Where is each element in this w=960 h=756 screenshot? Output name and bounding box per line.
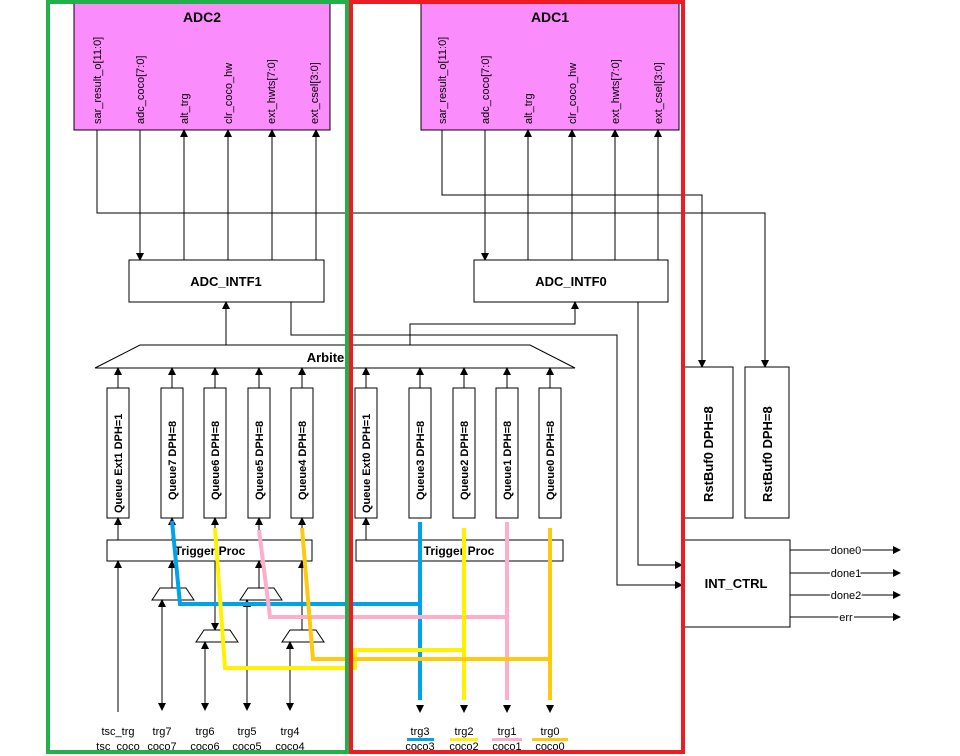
adc1-title: ADC1	[531, 9, 569, 25]
rstbuf-block	[683, 366, 734, 519]
left-trigger-wiring	[114, 560, 325, 712]
queue-label: Queue3 DPH=8	[415, 421, 427, 500]
signal-label: trg7	[153, 726, 172, 738]
adc-wires	[96, 129, 769, 368]
adc2-port: alt_trg	[179, 93, 191, 124]
trg1-link	[257, 529, 507, 619]
signal-label: trg0	[541, 726, 560, 738]
trigger-proc-left-label: Trigger Proc	[175, 544, 246, 558]
adc2-title: ADC2	[183, 9, 221, 25]
intf-wires	[222, 301, 683, 589]
adc1-port: ext_csel[3:0]	[653, 62, 665, 124]
signal-label: trg1	[498, 726, 517, 738]
rstbuf-label: RstBuf0 DPH=8	[760, 406, 775, 502]
trigger-proc-right-label: Trigger Proc	[424, 544, 495, 558]
adc2-port: sar_result_o[11:0]	[92, 37, 104, 124]
adc-intf0-label: ADC_INTF0	[535, 274, 607, 289]
adc2-block: ADC2 sar_result_o[11:0] adc_coco[7:0] al…	[73, 0, 331, 131]
queue-label: Queue Ext1 DPH=1	[113, 414, 125, 513]
queue: Queue6 DPH=8	[203, 367, 227, 540]
trg2-link	[213, 527, 464, 670]
queue-label: Queue1 DPH=8	[502, 421, 514, 500]
output-done2: done2	[831, 590, 862, 602]
int-ctrl-outputs: done0 done1 done2 err	[790, 544, 901, 626]
trg3-link	[170, 520, 420, 606]
queue-label: Queue5 DPH=8	[254, 421, 266, 500]
queue-label: Queue7 DPH=8	[167, 421, 179, 500]
queue: Queue7 DPH=8	[160, 367, 184, 540]
mux	[239, 587, 283, 601]
output-done0: done0	[831, 545, 862, 557]
adc2-port: clr_coco_hw	[223, 63, 235, 124]
int-ctrl-block	[682, 539, 791, 628]
queue-label: Queue6 DPH=8	[210, 421, 222, 500]
queue: Queue3 DPH=8	[408, 367, 432, 519]
queue: Queue1 DPH=8	[495, 367, 519, 519]
signal-label: trg4	[281, 726, 300, 738]
cross-links	[170, 520, 554, 713]
arbiter-block	[94, 344, 576, 369]
signal-label: trg5	[238, 726, 257, 738]
adc2-port: ext_hwts[7:0]	[266, 59, 278, 124]
adc1-port: alt_trg	[523, 93, 535, 124]
mux	[151, 587, 195, 601]
adc1-port: ext_hwts[7:0]	[610, 59, 622, 124]
bottom-labels: tsc_trg tsc_coco trg7 coco7 trg6 coco6 t…	[96, 726, 568, 753]
signal-label: trg3	[411, 726, 430, 738]
rstbuf-label: RstBuf0 DPH=8	[701, 406, 716, 502]
output-err: err	[839, 612, 853, 624]
adc1-port: adc_coco[7:0]	[480, 56, 492, 125]
queue-label: Queue4 DPH=8	[297, 421, 309, 500]
queue: Queue2 DPH=8	[452, 367, 476, 519]
signal-label: tsc_trg	[101, 726, 134, 738]
adc-intf1-label: ADC_INTF1	[190, 274, 262, 289]
adc-intf1-block	[128, 259, 325, 303]
queues-left: Queue Ext1 DPH=1 Queue7 DPH=8 Queue6 DPH…	[106, 367, 314, 540]
adc-intf0-block	[473, 259, 669, 303]
int-ctrl-label: INT_CTRL	[705, 576, 768, 591]
mux	[281, 629, 325, 643]
arbiter-label: Arbiter	[307, 350, 350, 365]
queue: Queue Ext0 DPH=1	[354, 367, 378, 540]
queue: Queue Ext1 DPH=1	[106, 367, 130, 540]
rstbuf-block	[744, 366, 790, 519]
adc2-port: adc_coco[7:0]	[135, 56, 147, 125]
adc1-group-outline	[349, 0, 685, 754]
queue: Queue0 DPH=8	[538, 367, 562, 519]
signal-label: trg2	[455, 726, 474, 738]
trg0-link	[300, 527, 550, 661]
adc1-port: clr_coco_hw	[567, 63, 579, 124]
queue-label: Queue0 DPH=8	[545, 421, 557, 500]
queue: Queue4 DPH=8	[290, 367, 314, 540]
queue-label: Queue2 DPH=8	[459, 421, 471, 500]
output-done1: done1	[831, 568, 862, 580]
queues-right: Queue Ext0 DPH=1 Queue3 DPH=8 Queue2 DPH…	[354, 367, 562, 540]
adc2-group-outline	[46, 0, 349, 754]
adc1-block: ADC1 sar_result_o[11:0] adc_coco[7:0] al…	[420, 0, 680, 131]
signal-label: trg6	[196, 726, 215, 738]
mux	[195, 629, 239, 643]
trigger-proc-right	[355, 539, 564, 562]
queue-label: Queue Ext0 DPH=1	[361, 414, 373, 513]
adc1-port: sar_result_o[11:0]	[437, 37, 449, 124]
queue: Queue5 DPH=8	[247, 367, 271, 540]
adc2-port: ext_csel[3:0]	[309, 62, 321, 124]
